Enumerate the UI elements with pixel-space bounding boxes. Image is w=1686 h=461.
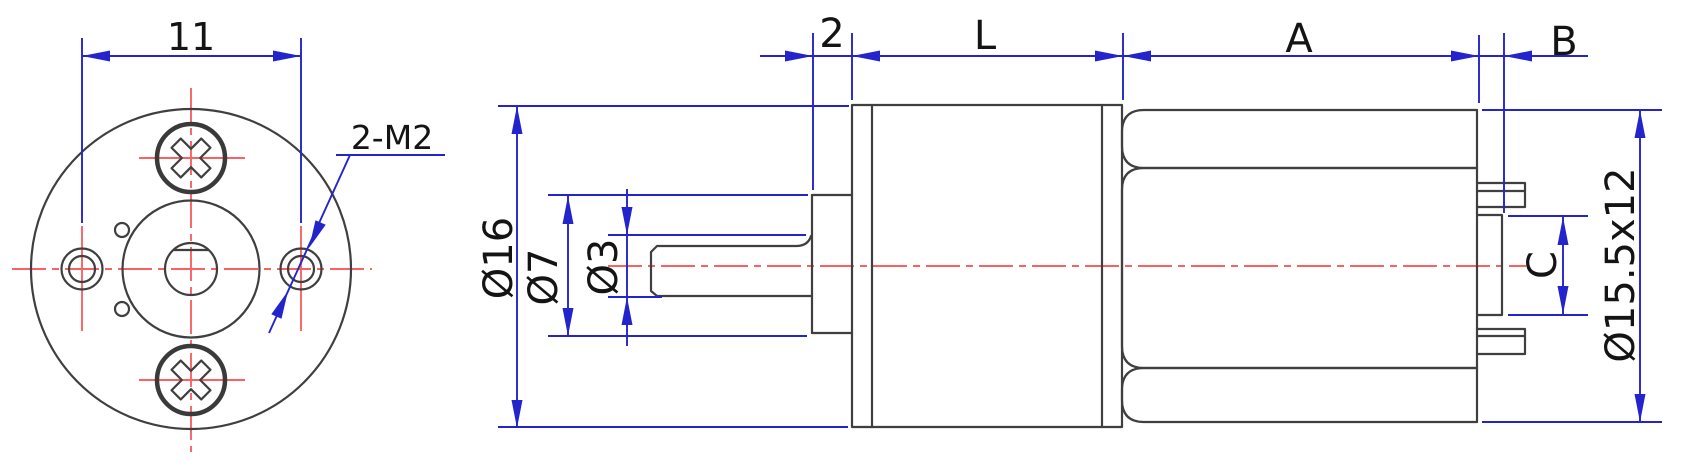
dim-label-B: B	[1550, 19, 1577, 65]
dim-label-d7: Ø7	[521, 249, 567, 306]
dim-label-2: 2	[819, 11, 844, 57]
bottom-screw-head	[154, 343, 228, 417]
gearbox-boss-circle	[121, 199, 261, 339]
shaft-circle	[163, 241, 219, 297]
right-m2-hole-inner	[286, 254, 316, 284]
small-hole-upper	[113, 221, 131, 239]
dim-label-L: L	[974, 13, 997, 59]
lower-terminal-tab	[1475, 327, 1527, 356]
arrowhead-up	[1634, 110, 1646, 138]
dimension-end-bell-height: C	[1508, 215, 1588, 316]
motor-can-middle-lobe	[1120, 166, 1479, 370]
left-m2-hole-outer	[60, 247, 104, 291]
dim-label-d16: Ø16	[476, 217, 522, 299]
dimension-boss-diameter: Ø7	[521, 194, 808, 337]
dimension-gearbox-diameter: Ø16	[476, 105, 849, 428]
motor-face-circle	[29, 107, 353, 431]
dim-label-2m2: 2-M2	[351, 118, 433, 157]
front-outline	[29, 107, 353, 431]
upper-terminal-tab	[1475, 181, 1527, 209]
leader-arrowhead-lower	[271, 291, 288, 319]
arrowhead	[785, 50, 813, 62]
arrowhead-down	[511, 400, 523, 428]
dim-label-A: A	[1285, 16, 1313, 62]
output-shaft	[649, 234, 814, 298]
arrowhead	[1095, 50, 1123, 62]
arrowhead-up	[562, 196, 574, 224]
arrowhead-down	[562, 308, 574, 336]
left-m2-hole-inner	[67, 254, 97, 284]
arrowhead-up	[1557, 217, 1569, 245]
end-bell	[1476, 213, 1504, 317]
arrowhead-down	[1634, 394, 1646, 422]
bottom-screw-cross-icon	[170, 359, 212, 401]
arrowhead-down	[621, 207, 633, 235]
arrowhead	[1504, 50, 1532, 62]
arrowhead	[1451, 50, 1479, 62]
side-outline	[649, 103, 1527, 429]
dimension-shaft-diameter: Ø3	[581, 189, 806, 346]
dim-label-C: C	[1520, 251, 1566, 279]
top-screw-cross-icon	[170, 137, 212, 179]
right-m2-hole-outer	[279, 247, 323, 291]
dim-label-11: 11	[167, 15, 215, 59]
arrowhead-right	[273, 50, 301, 62]
top-screw-head	[154, 121, 228, 195]
motor-can-top-lobe	[1120, 108, 1479, 170]
side-view: 2 L A B Ø16 Ø7	[476, 11, 1662, 429]
dim-label-d3: Ø3	[581, 239, 627, 296]
leader-arrowhead-upper	[309, 220, 326, 248]
front-centerlines	[12, 88, 372, 452]
arrowhead-up	[621, 297, 633, 325]
motor-can-bottom-lobe	[1120, 366, 1479, 424]
arrowhead-left	[82, 50, 110, 62]
thread-callout: 2-M2	[268, 118, 445, 334]
arrowhead-up	[511, 106, 523, 134]
small-hole-lower	[113, 300, 131, 318]
dimension-motor-can-size: Ø15.5x12	[1482, 109, 1662, 423]
front-view: 11 2-M2	[12, 15, 445, 452]
arrowhead	[1123, 50, 1151, 62]
dim-label-d155x12: Ø15.5x12	[1598, 167, 1644, 362]
dimension-hole-spacing: 11	[81, 15, 302, 223]
arrowhead-down	[1557, 286, 1569, 314]
dimension-chain-top: 2 L A B	[760, 11, 1588, 213]
arrowhead	[852, 50, 880, 62]
